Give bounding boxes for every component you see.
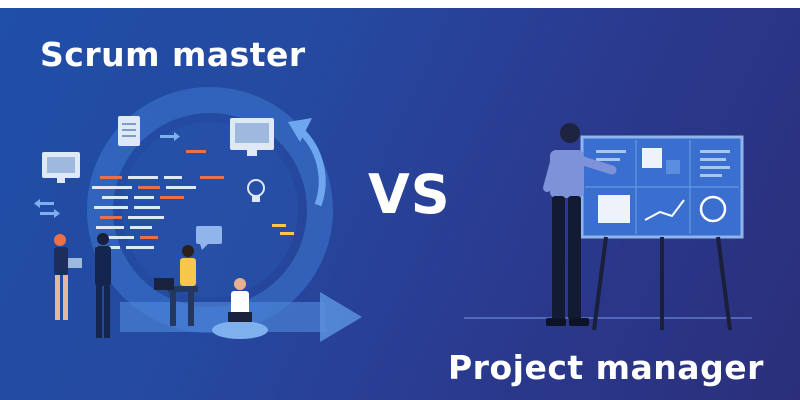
heading-scrum-master: Scrum master	[40, 35, 306, 74]
person-man-laptop	[154, 245, 198, 326]
refresh-arrow-icon	[288, 118, 326, 207]
person-woman-tablet	[54, 234, 82, 320]
top-border	[0, 0, 800, 8]
person-man-suit	[95, 233, 111, 338]
heading-project-manager: Project manager	[448, 348, 764, 387]
checkmark-icon	[699, 195, 727, 223]
code-lines	[92, 150, 294, 249]
person-sitting-laptop	[212, 278, 268, 339]
arrow-right-icon	[120, 292, 362, 342]
person-project-manager	[543, 123, 617, 326]
lightbulb-icon	[247, 179, 265, 202]
laptop-icon	[228, 312, 252, 322]
monitor-icon	[230, 118, 274, 156]
small-arrow-icon	[34, 132, 180, 218]
heading-versus: VS	[368, 163, 451, 226]
whiteboard	[580, 135, 744, 331]
chat-bubble-icon	[196, 226, 222, 250]
monitor-icon	[42, 152, 80, 183]
document-icon	[118, 116, 140, 146]
